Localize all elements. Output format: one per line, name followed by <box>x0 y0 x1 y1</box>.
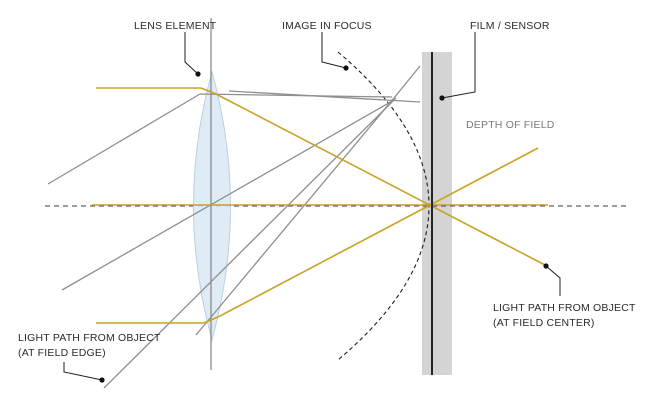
dot-image-in-focus <box>343 65 349 71</box>
gray-ray-6 <box>195 97 395 336</box>
lens-element <box>193 70 231 342</box>
callout-leaders <box>63 32 561 383</box>
gray-ray-4 <box>61 99 395 291</box>
leader-field-edge <box>63 362 103 381</box>
gold-ray-top-kink <box>200 87 217 95</box>
field-edge-rays <box>47 65 421 389</box>
gray-ray-1 <box>47 93 201 185</box>
label-film-sensor: FILM / SENSOR <box>470 20 550 32</box>
label-image-in-focus: IMAGE IN FOCUS <box>282 20 372 32</box>
gray-ray-7 <box>393 65 421 99</box>
leader-lens-element <box>184 32 199 75</box>
gray-ray-3 <box>228 90 421 103</box>
field-center-rays <box>92 87 548 324</box>
label-field-edge-line2: (AT FIELD EDGE) <box>18 347 106 359</box>
gold-ray-top-out <box>215 93 546 266</box>
dot-field-edge <box>99 377 105 383</box>
leader-image-in-focus <box>321 32 347 69</box>
leader-field-center <box>545 265 561 296</box>
dot-field-center <box>543 263 549 269</box>
gold-ray-bottom-out <box>219 147 539 317</box>
label-field-center-line1: LIGHT PATH FROM OBJECT <box>493 302 636 314</box>
dot-lens-element <box>195 71 201 77</box>
label-lens-element: LENS ELEMENT <box>134 20 217 32</box>
label-field-center-line2: (AT FIELD CENTER) <box>493 317 595 329</box>
gray-ray-5 <box>103 97 397 389</box>
leader-film-sensor <box>441 32 476 99</box>
label-field-edge-line1: LIGHT PATH FROM OBJECT <box>18 332 161 344</box>
dot-film-sensor <box>439 95 445 101</box>
label-depth-of-field: DEPTH OF FIELD <box>466 119 555 131</box>
gold-ray-bottom-kink <box>203 315 221 324</box>
